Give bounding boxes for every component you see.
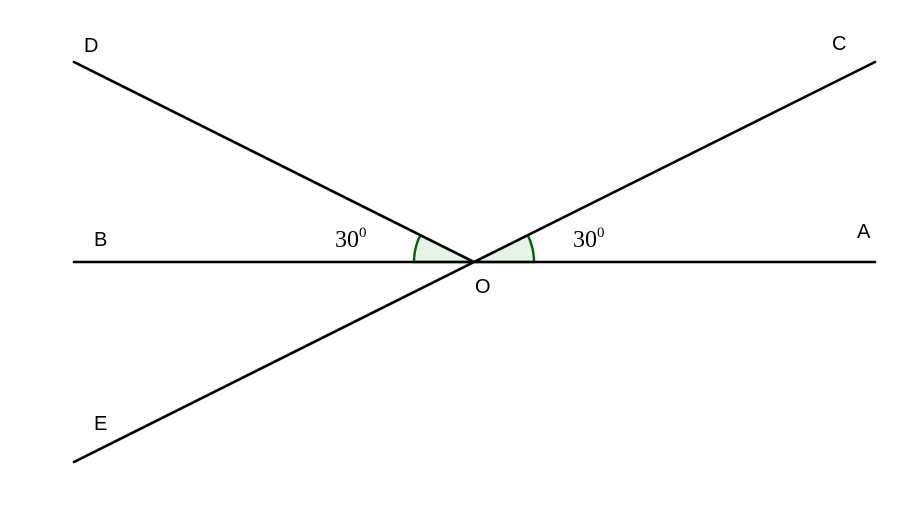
point-label-o: O (475, 276, 491, 298)
point-label-c: C (832, 33, 846, 55)
angle-label-bod-value: 30 (335, 227, 359, 253)
line-oe (72, 260, 476, 464)
angle-label-aoc-value: 30 (573, 227, 597, 253)
line-oc (472, 60, 877, 264)
angle-label-bod: 300 (335, 225, 367, 253)
point-label-b: B (94, 229, 107, 251)
angle-label-aoc: 300 (573, 225, 605, 253)
line-od (72, 60, 476, 264)
angle-label-aoc-exponent: 0 (597, 225, 605, 241)
point-label-a: A (857, 221, 871, 243)
point-label-d: D (84, 35, 98, 57)
point-label-e: E (94, 413, 107, 435)
angle-label-bod-exponent: 0 (359, 225, 367, 241)
